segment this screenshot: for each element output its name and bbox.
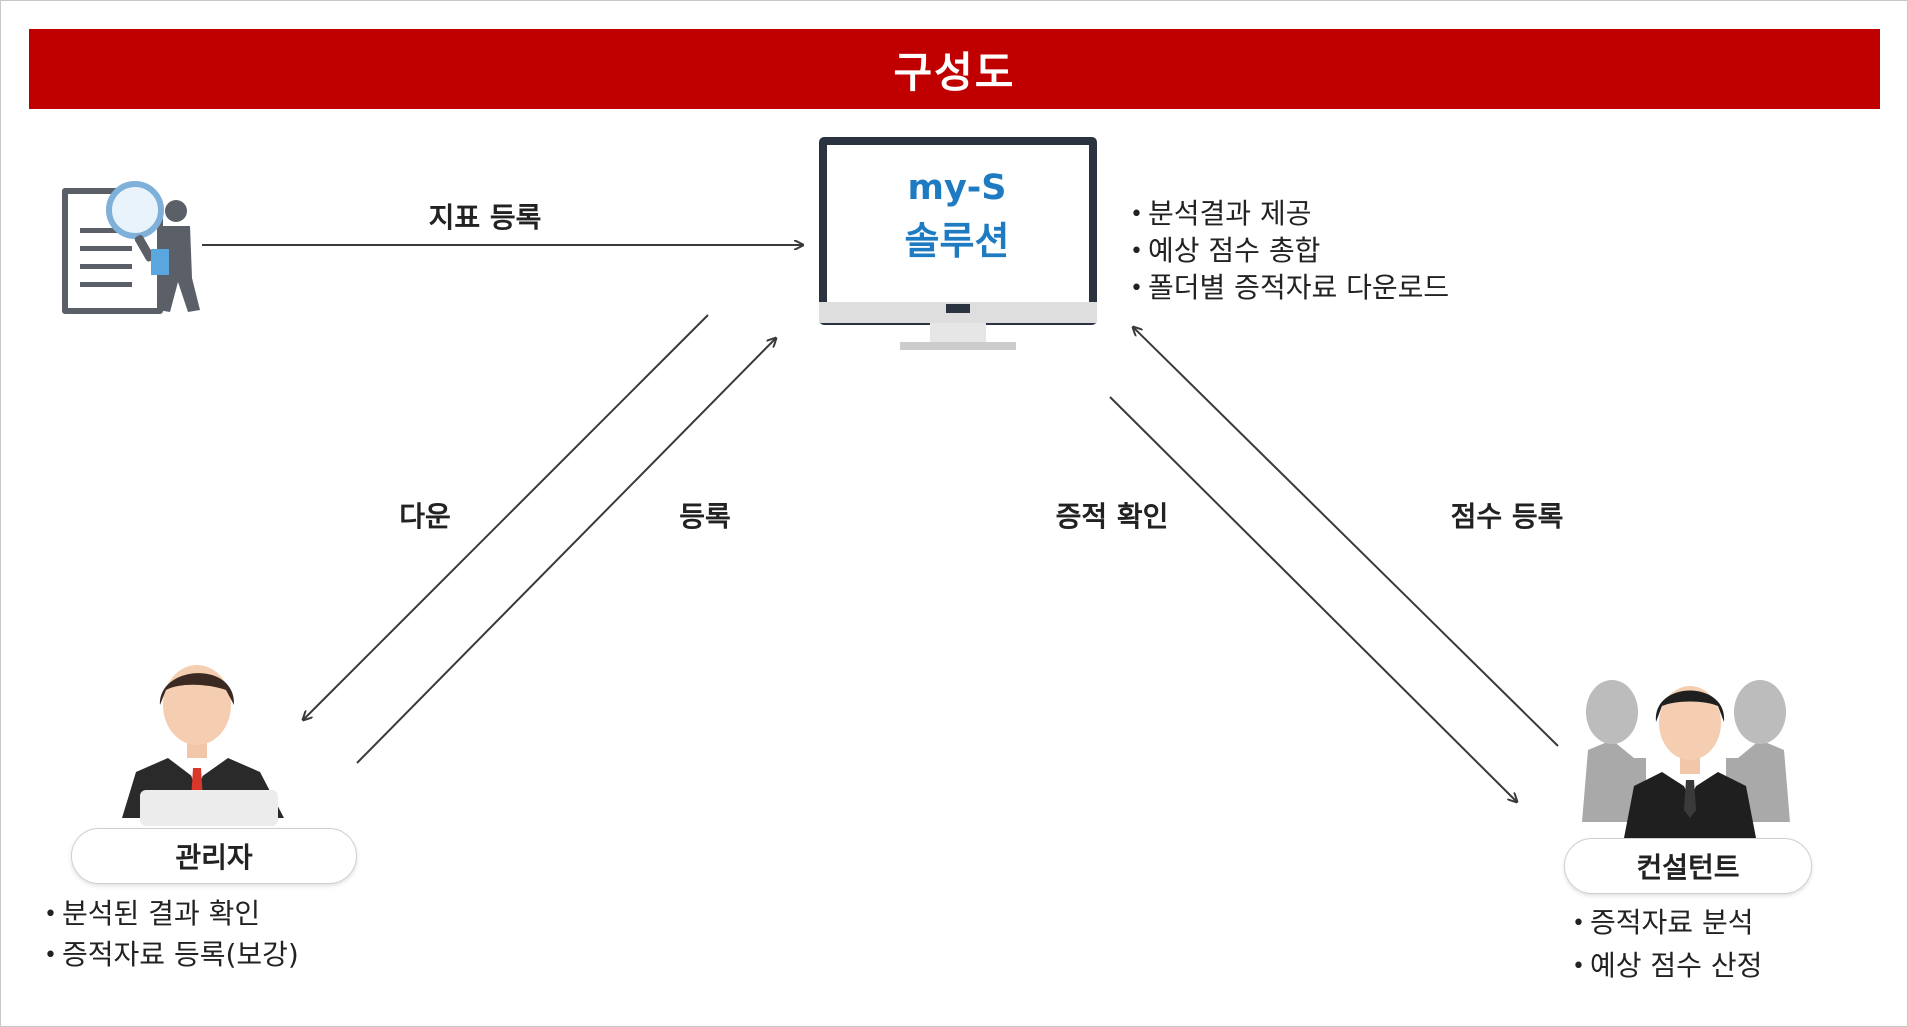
document-search-icon	[62, 181, 200, 314]
consultant-group-icon	[1582, 680, 1790, 838]
consultant-label-pill: 컨설턴트	[1564, 838, 1812, 894]
bullet-dot: •	[1130, 202, 1143, 227]
bullet-dot: •	[1130, 239, 1143, 264]
solution-feature-item: •예상 점수 총합	[1130, 233, 1449, 270]
label-register-score: 점수 등록	[1450, 500, 1564, 533]
arrow-check-evidence	[1109, 396, 1517, 802]
bullet-dot: •	[1572, 911, 1585, 936]
arrow-register-score	[1133, 327, 1559, 747]
admin-task-item: •증적자료 등록(보강)	[44, 935, 299, 976]
solution-feature-item: •분석결과 제공	[1130, 196, 1449, 233]
solution-feature-item: •폴더별 증적자료 다운로드	[1130, 270, 1449, 307]
title-bar: 구성도	[29, 29, 1880, 109]
label-download: 다운	[399, 500, 451, 533]
label-register-indicator: 지표 등록	[428, 201, 542, 234]
consultant-task-list: •증적자료 분석 •예상 점수 산정	[1572, 902, 1762, 988]
consultant-task-item: •예상 점수 산정	[1572, 945, 1762, 988]
label-register: 등록	[679, 500, 731, 533]
bullet-dot: •	[1130, 276, 1143, 301]
consultant-label: 컨설턴트	[1636, 851, 1740, 884]
admin-label-pill: 관리자	[71, 828, 357, 884]
page-title: 구성도	[893, 47, 1016, 97]
admin-person-icon	[122, 665, 284, 826]
arrow-download	[303, 314, 709, 720]
arrow-register	[356, 338, 776, 764]
solution-feature-list: •분석결과 제공 •예상 점수 총합 •폴더별 증적자료 다운로드	[1130, 196, 1449, 307]
bullet-dot: •	[44, 943, 57, 968]
admin-label: 관리자	[175, 841, 253, 874]
solution-name-line2: 솔루션	[904, 219, 1010, 263]
bullet-dot: •	[1572, 954, 1585, 979]
admin-task-item: •분석된 결과 확인	[44, 894, 299, 935]
monitor-icon	[819, 137, 1097, 350]
label-check-evidence: 증적 확인	[1055, 500, 1169, 533]
admin-task-list: •분석된 결과 확인 •증적자료 등록(보강)	[44, 894, 299, 976]
consultant-task-item: •증적자료 분석	[1572, 902, 1762, 945]
solution-name-line1: my-S	[907, 168, 1007, 208]
bullet-dot: •	[44, 902, 57, 927]
